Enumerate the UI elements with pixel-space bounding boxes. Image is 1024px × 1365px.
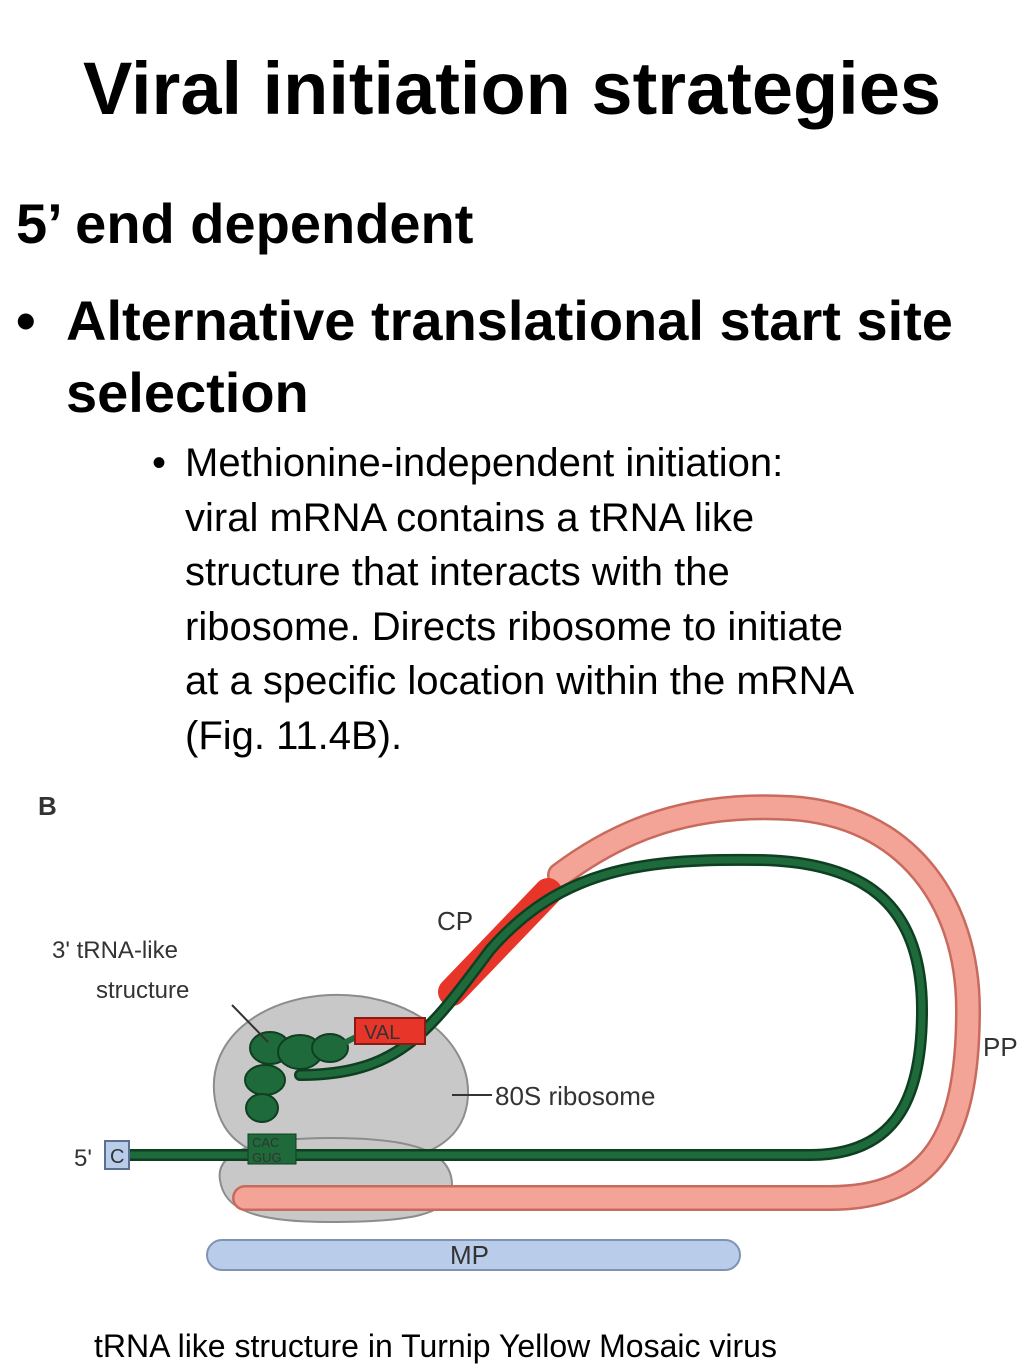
sub-bullet-line: structure that interacts with the — [185, 550, 730, 594]
val-label: VAL — [364, 1022, 400, 1044]
sub-bullet-line: ribosome. Directs ribosome to initiate — [185, 604, 844, 649]
ribosome-label: 80S ribosome — [495, 1081, 655, 1111]
sub-bullet-line: (Fig. 11.4B). — [185, 713, 403, 758]
cap-label: C — [110, 1146, 124, 1168]
sub-bullet-text: Methionine-independent initiation: viral… — [185, 436, 1012, 763]
cac-label: CAC — [252, 1135, 279, 1150]
trna-pointer — [231, 1004, 269, 1043]
sub-bullet-line: at a specific location within the mRNA — [185, 659, 855, 703]
cap-box — [104, 1140, 130, 1170]
sub-bullet-line: Methionine-independent initiation: — [185, 441, 784, 485]
mp-label: MP — [450, 1240, 489, 1270]
trna-label-line1: 3' tRNA-like — [52, 937, 178, 964]
slide-title: Viral initiation strategies — [82, 47, 942, 130]
figure-caption: tRNA like structure in Turnip Yellow Mos… — [94, 1328, 777, 1364]
mp-bar — [206, 1239, 741, 1271]
sub-bullet: • Methionine-independent initiation: vir… — [152, 436, 1012, 763]
main-bullet: • Alternative translational start site s… — [16, 285, 1006, 429]
main-bullet-text: Alternative translational start site sel… — [66, 289, 953, 424]
codon-box — [247, 1133, 297, 1165]
bullet-marker: • — [152, 441, 167, 485]
sub-bullet-line: viral mRNA contains a tRNA like — [185, 495, 755, 540]
trna-label-line2: structure — [96, 977, 189, 1004]
five-prime-label: 5' — [74, 1145, 92, 1172]
tymv-diagram: B MP CP VAL CAC GUG 5' C 3' tRNA-like st… — [38, 791, 1018, 1271]
gug-label: GUG — [252, 1150, 282, 1165]
trna-like-coil — [244, 1031, 362, 1123]
section-heading: 5’ end dependent — [16, 192, 474, 255]
pp-label: PP — [983, 1032, 1018, 1062]
val-tag — [354, 1017, 426, 1045]
bullet-marker: • — [16, 289, 36, 352]
panel-label: B — [38, 791, 57, 821]
cp-label: CP — [437, 906, 473, 936]
